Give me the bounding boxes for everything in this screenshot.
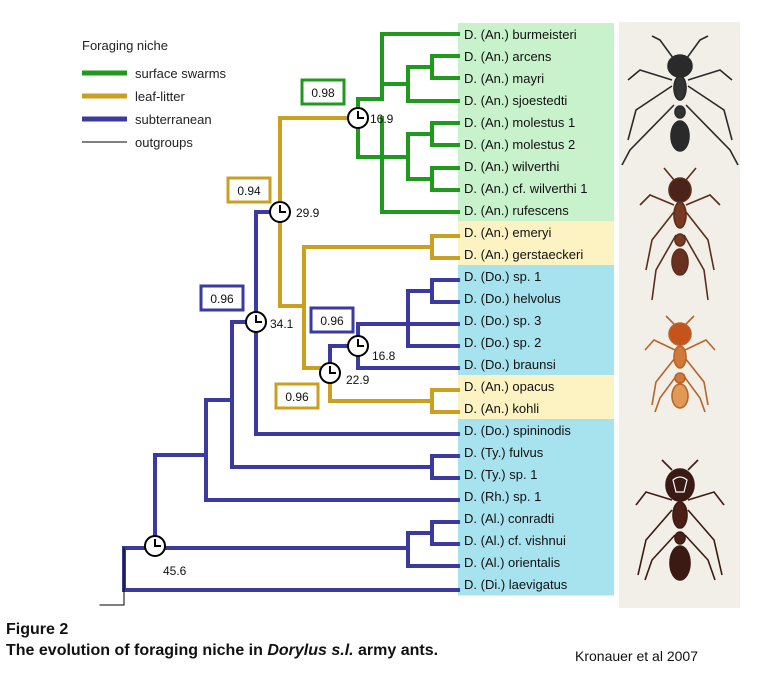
branch-wilverthi <box>432 168 458 190</box>
taxon-label: D. (Do.) braunsi <box>464 357 556 372</box>
legend-title: Foraging niche <box>82 38 168 53</box>
node-age-surface: 16.9 <box>370 112 394 126</box>
taxon-label: D. (Do.) sp. 1 <box>464 269 541 284</box>
figure-title: The evolution of foraging niche in Doryl… <box>6 640 438 662</box>
branch-emeryi-gerstaeckeri <box>432 236 458 258</box>
taxon-label: D. (Al.) orientalis <box>464 555 561 570</box>
clock-icon <box>145 536 165 556</box>
clock-icon <box>246 312 266 332</box>
legend-label-outgroups: outgroups <box>135 135 193 150</box>
taxon-label: D. (Ty.) fulvus <box>464 445 544 460</box>
support-value-litter-stem: 0.94 <box>237 184 261 198</box>
taxon-label: D. (Al.) conradti <box>464 511 554 526</box>
taxon-label: D. (An.) arcens <box>464 49 552 64</box>
branch-surface-stem <box>280 118 358 212</box>
branch-outgroup <box>100 548 124 605</box>
taxon-label: D. (An.) wilverthi <box>464 159 559 174</box>
legend-label-litter: leaf-litter <box>135 89 186 104</box>
figure-caption: Figure 2 The evolution of foraging niche… <box>6 620 438 662</box>
branch-sp1-helvolus <box>432 280 458 302</box>
taxon-label: D. (Rh.) sp. 1 <box>464 489 541 504</box>
support-value-opacus: 0.96 <box>285 390 309 404</box>
branch-opacus-kohli <box>432 390 458 412</box>
branch-molestus <box>432 123 458 145</box>
branch-litter-stem <box>280 212 304 306</box>
branch-rufescens <box>382 157 458 212</box>
figure-title-genus: Dorylus s.l. <box>267 642 353 659</box>
figure-credit: Kronauer et al 2007 <box>575 648 698 664</box>
phylogeny-figure: Foraging niche surface swarms leaf-litte… <box>0 0 760 615</box>
legend: Foraging niche surface swarms leaf-litte… <box>82 38 227 150</box>
branch-typhlopone <box>432 456 458 478</box>
node-age-subterranean: 34.1 <box>270 317 294 331</box>
taxon-label: D. (Al.) cf. vishnui <box>464 533 566 548</box>
taxon-label: D. (An.) molestus 2 <box>464 137 575 152</box>
taxon-label: D. (An.) kohli <box>464 401 539 416</box>
clock-icon <box>348 108 368 128</box>
node-age-opacus: 22.9 <box>346 373 370 387</box>
taxon-label: D. (An.) opacus <box>464 379 555 394</box>
figure-title-end: army ants. <box>354 642 438 659</box>
support-value-surface: 0.98 <box>311 86 335 100</box>
branch-rhogmus <box>206 400 458 500</box>
clock-icon <box>270 202 290 222</box>
legend-label-subterranean: subterranean <box>135 112 212 127</box>
support-value-subterranean: 0.96 <box>210 292 234 306</box>
taxon-label: D. (An.) cf. wilverthi 1 <box>464 181 588 196</box>
ant-photo-panel <box>619 22 740 608</box>
taxon-label: D. (An.) gerstaeckeri <box>464 247 583 262</box>
clock-icon <box>320 363 340 383</box>
taxon-label: D. (An.) sjoestedti <box>464 93 567 108</box>
taxon-label: D. (Do.) spininodis <box>464 423 571 438</box>
taxon-label: D. (An.) burmeisteri <box>464 27 577 42</box>
branch-conradti-vishnui <box>432 522 458 544</box>
taxon-label: D. (Ty.) sp. 1 <box>464 467 537 482</box>
taxon-label: D. (Do.) helvolus <box>464 291 561 306</box>
support-value-dorylus: 0.96 <box>320 314 344 328</box>
figure-title-start: The evolution of foraging niche in <box>6 642 267 659</box>
node-age-dorylus: 16.8 <box>372 349 396 363</box>
taxon-label: D. (An.) mayri <box>464 71 544 86</box>
taxon-label: D. (An.) molestus 1 <box>464 115 575 130</box>
taxon-label: D. (Do.) sp. 3 <box>464 313 541 328</box>
taxon-label: D. (An.) emeryi <box>464 225 552 240</box>
node-age-litter-stem: 29.9 <box>296 206 320 220</box>
branch-molestus-wilverthi <box>408 134 432 179</box>
taxon-background-bands <box>458 23 614 596</box>
branch-arcens-mayri <box>432 56 458 78</box>
taxon-label: D. (Di.) laevigatus <box>464 577 568 592</box>
legend-label-surface: surface swarms <box>135 66 227 81</box>
node-age-root: 45.6 <box>163 564 187 578</box>
figure-label: Figure 2 <box>6 620 438 640</box>
taxon-label: D. (Do.) sp. 2 <box>464 335 541 350</box>
clock-icon <box>348 336 368 356</box>
taxon-label: D. (An.) rufescens <box>464 203 569 218</box>
